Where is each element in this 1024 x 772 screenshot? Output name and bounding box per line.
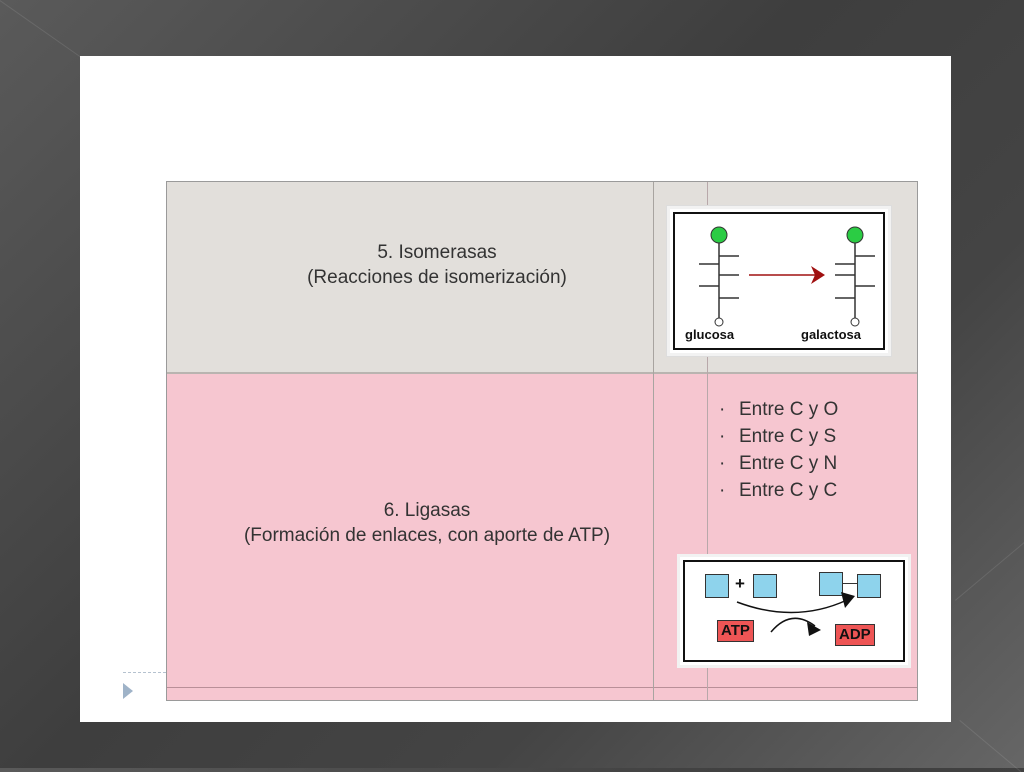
list-item: · Entre C y C [719, 477, 838, 504]
isomerasas-subtitle: (Reacciones de isomerización) [307, 267, 567, 288]
galactosa-label: galactosa [801, 327, 861, 342]
table-row-empty [167, 688, 917, 700]
column-divider [707, 182, 708, 700]
bullet-text: Entre C y N [739, 453, 838, 474]
molecule-box-icon [819, 572, 843, 596]
bullet-text: Entre C y C [739, 480, 838, 501]
adp-label: ADP [835, 624, 875, 646]
glucosa-label: glucosa [685, 327, 735, 342]
bullet-mark: · [719, 399, 726, 420]
background-line [959, 720, 1022, 772]
enzyme-table: 5. Isomerasas (Reacciones de isomerizaci… [166, 181, 918, 701]
green-atom-icon [710, 226, 728, 244]
plus-sign: + [735, 574, 745, 593]
nav-divider [123, 672, 166, 673]
list-item: · Entre C y O [719, 396, 838, 423]
green-atom-icon [846, 226, 864, 244]
ligation-diagram: + ATP ADP [677, 554, 911, 668]
hollow-atom-icon [850, 317, 860, 327]
ligation-arrows-svg [736, 592, 855, 636]
list-item: · Entre C y S [719, 423, 838, 450]
bond-line [843, 583, 857, 584]
ligasas-title: 6. Ligasas (Formación de enlaces, con ap… [207, 498, 647, 548]
molecule-box-icon [753, 574, 777, 598]
bullet-mark: · [719, 453, 726, 474]
isomerization-diagram: glucosa galactosa [667, 206, 891, 356]
isomerasas-heading: 5. Isomerasas [377, 242, 497, 263]
bullet-mark: · [719, 480, 726, 501]
molecule-box-icon [857, 574, 881, 598]
slide: 5. Isomerasas (Reacciones de isomerizaci… [80, 56, 951, 722]
column-divider [653, 182, 654, 700]
bullet-text: Entre C y S [739, 426, 837, 447]
bullet-mark: · [719, 426, 726, 447]
ligasas-subtitle: (Formación de enlaces, con aporte de ATP… [243, 525, 611, 546]
background-line [0, 0, 91, 64]
ligasas-heading: 6. Ligasas [383, 500, 471, 521]
isomerasas-title: 5. Isomerasas (Reacciones de isomerizaci… [227, 240, 647, 290]
arrow-head-icon [841, 592, 855, 608]
bullet-text: Entre C y O [739, 399, 839, 420]
reaction-arrow-icon [811, 266, 825, 284]
hollow-atom-icon [714, 317, 724, 327]
atp-label: ATP [717, 620, 754, 642]
bond-types-list: · Entre C y O · Entre C y S · Entre C y N ·… [719, 396, 838, 504]
molecule-box-icon [705, 574, 729, 598]
list-item: · Entre C y N [719, 450, 838, 477]
arrow-head-icon [807, 622, 821, 636]
isomerization-svg [699, 226, 875, 327]
play-triangle-icon[interactable] [123, 683, 133, 699]
background-line [955, 542, 1024, 601]
